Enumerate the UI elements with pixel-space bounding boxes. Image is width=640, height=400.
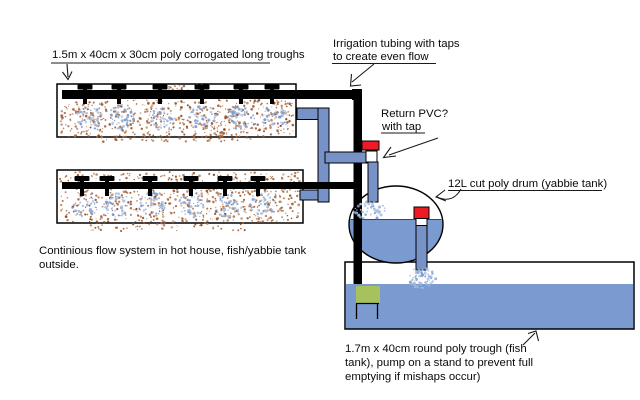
- tap-stem: [158, 85, 162, 104]
- trough-1-taps: [77, 84, 280, 104]
- fish-tank: [344, 261, 635, 330]
- tap-stem: [200, 85, 204, 104]
- return-pipe-downpipe: [367, 161, 379, 203]
- pump-assembly: [355, 286, 380, 319]
- drum-tap-icon: [413, 206, 430, 219]
- troughs-label: 1.5m x 40cm x 30cm poly corrogated long …: [52, 49, 305, 61]
- tank-label-line2: tank), pump on a stand to prevent full: [345, 357, 533, 369]
- grow-trough-2: [56, 169, 304, 233]
- drum-arrow: [434, 188, 462, 202]
- note-line1: Continious flow system in hot house, fis…: [39, 245, 306, 257]
- irrigation-label-line1: Irrigation tubing with taps: [333, 38, 460, 50]
- yabbie-drum: [348, 185, 444, 264]
- note-line2: outside.: [39, 259, 79, 271]
- tap-stem: [80, 177, 84, 196]
- return-label-line1: Return PVC?: [381, 108, 448, 120]
- main-supply-riser: [353, 91, 362, 284]
- return-tap-fitting: [365, 150, 378, 163]
- tap-stem: [117, 85, 121, 104]
- tank-label-line1: 1.7m x 40cm round poly trough (fish: [345, 343, 527, 355]
- tap-stem: [105, 177, 109, 196]
- return-pvc-assembly: [324, 140, 380, 203]
- irrigation-pipe-1: [62, 90, 362, 99]
- drum-inflow-splash: [353, 200, 386, 220]
- return-tap-icon: [361, 140, 380, 151]
- tap-stem: [223, 177, 227, 196]
- irrigation-label-line2: to create even flow: [333, 51, 429, 63]
- tap-stem: [239, 85, 243, 104]
- fish-tank-border: [344, 261, 635, 330]
- drum-outline: [348, 185, 444, 264]
- tank-arrow: [522, 330, 540, 346]
- drum-outlet-fitting: [415, 217, 428, 226]
- troughs-arrow: [62, 63, 73, 81]
- irrigation-arrow: [349, 63, 375, 87]
- trough-2-taps: [74, 176, 266, 196]
- pump: [356, 286, 380, 303]
- pump-stand: [355, 302, 379, 319]
- return-label-line2: with tap: [381, 121, 421, 133]
- irrigation-pipe-2: [62, 182, 362, 189]
- tap-stem: [83, 85, 87, 104]
- tank-label-line3: emptying if mishaps occur): [345, 371, 481, 383]
- irrigation-pipes: [62, 84, 362, 284]
- annotations: 1.5m x 40cm x 30cm poly corrogated long …: [39, 38, 607, 383]
- drum-outlet-assembly: [413, 206, 430, 271]
- drum-outlet-pipe: [415, 224, 428, 271]
- return-pipe-horizontal: [324, 151, 368, 164]
- tank-inflow-splash: [408, 267, 438, 289]
- trough-1-plant-clusters: [76, 103, 288, 131]
- tap-stem: [270, 85, 274, 104]
- tap-stem: [148, 177, 152, 196]
- tap-stem: [256, 177, 260, 196]
- tap-stem: [189, 177, 193, 196]
- drum-label: 12L cut poly drum (yabbie tank): [448, 178, 607, 190]
- return-arrow: [382, 137, 439, 159]
- fish-tank-water: [346, 284, 633, 329]
